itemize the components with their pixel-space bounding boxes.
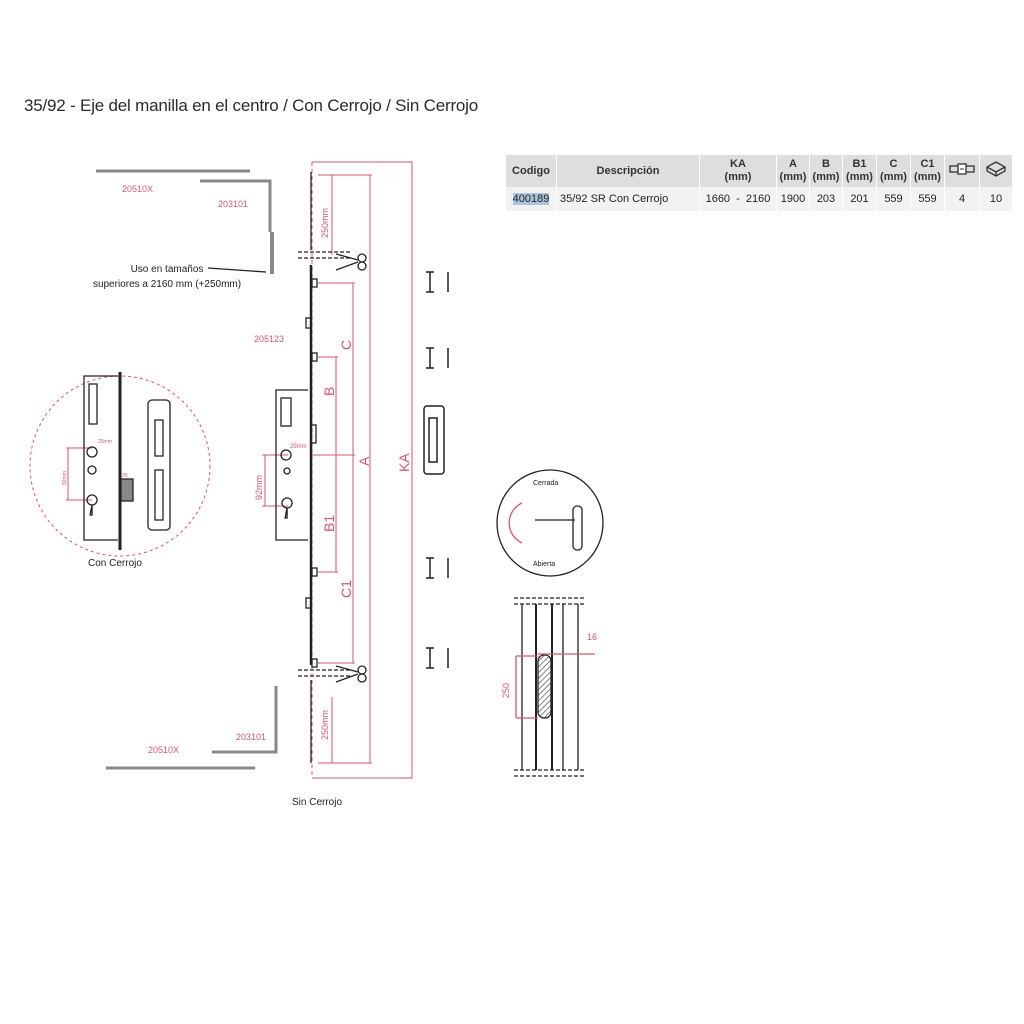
detail-keeper: [147, 399, 171, 531]
extension-note-line2: superiores a 2160 mm (+250mm): [93, 279, 241, 290]
detail-20: 20: [122, 473, 128, 479]
page-title: 35/92 - Eje del manilla en el centro / C…: [24, 96, 478, 115]
label-extension: 205123: [254, 334, 284, 344]
detail-circle: [29, 375, 211, 557]
cell-codigo: 400189: [506, 187, 556, 211]
dim-c1: C1: [338, 580, 354, 598]
header-codigo: Codigo: [506, 155, 556, 187]
keepers: [423, 271, 449, 669]
header-c: C(mm): [877, 155, 910, 187]
cell-ka: 1660 - 2160: [700, 187, 776, 211]
dim-b1: B1: [321, 515, 337, 532]
keeper-icon: [945, 155, 979, 187]
handle-rotation-circle: [496, 469, 604, 577]
spec-table: Codigo Descripción KA(mm) A(mm) B(mm) B1…: [505, 155, 1013, 211]
dim-b: B: [321, 387, 337, 396]
label-profile-250: 250: [501, 683, 511, 698]
label-profile-16: 16: [587, 632, 597, 642]
table-header-row: Codigo Descripción KA(mm) A(mm) B(mm) B1…: [506, 155, 1012, 187]
dim-c: C: [338, 340, 354, 350]
dim-25mm: 25mm: [290, 444, 307, 450]
dim-top-250: 250mm: [320, 208, 330, 238]
rotation-arrow: [508, 502, 523, 544]
roller-markers: [305, 278, 318, 668]
header-a: A(mm): [777, 155, 809, 187]
ka-dimension-frame: [312, 161, 413, 779]
scissors-icon: [335, 665, 367, 683]
cell-a: 1900: [777, 187, 809, 211]
table-row: 400189 35/92 SR Con Cerrojo 1660 - 2160 …: [506, 187, 1012, 211]
dim-a: A: [356, 456, 372, 466]
cell-b1: 201: [843, 187, 876, 211]
label-bottom-corner: 203101: [236, 732, 266, 742]
dim-92mm: 92mm: [254, 475, 264, 500]
cell-keepers: 4: [945, 187, 979, 211]
caption-sin-cerrojo: Sin Cerrojo: [292, 797, 342, 808]
caption-con-cerrojo: Con Cerrojo: [88, 558, 142, 569]
cell-b: 203: [810, 187, 842, 211]
cell-box: 10: [980, 187, 1012, 211]
label-top-corner: 203101: [218, 199, 248, 209]
dim-bottom-250: 250mm: [320, 710, 330, 740]
cell-c1: 559: [911, 187, 944, 211]
lock-case: [275, 389, 308, 541]
header-b: B(mm): [810, 155, 842, 187]
scissors-icon: [335, 253, 367, 271]
top-corner-203101: [200, 179, 272, 232]
extension-note-line1: Uso en tamaños: [131, 264, 204, 275]
cell-c: 559: [877, 187, 910, 211]
label-cerrada: Cerrada: [533, 480, 558, 487]
header-descripcion: Descripción: [557, 155, 699, 187]
header-b1: B1(mm): [843, 155, 876, 187]
cell-descripcion: 35/92 SR Con Cerrojo: [557, 187, 699, 211]
box-icon: [980, 155, 1012, 187]
detail-25mm: 25mm: [98, 439, 112, 445]
bottom-corner-203101: [212, 686, 278, 754]
header-c1: C1(mm): [911, 155, 944, 187]
label-top-rod: 20510X: [122, 184, 153, 194]
label-bottom-rod: 20510X: [148, 745, 179, 755]
detail-92mm: 92mm: [62, 471, 68, 485]
header-ka: KA(mm): [700, 155, 776, 187]
label-abierta: Abierta: [533, 561, 555, 568]
profile-section: [514, 597, 585, 777]
dim-ka: KA: [396, 453, 412, 472]
